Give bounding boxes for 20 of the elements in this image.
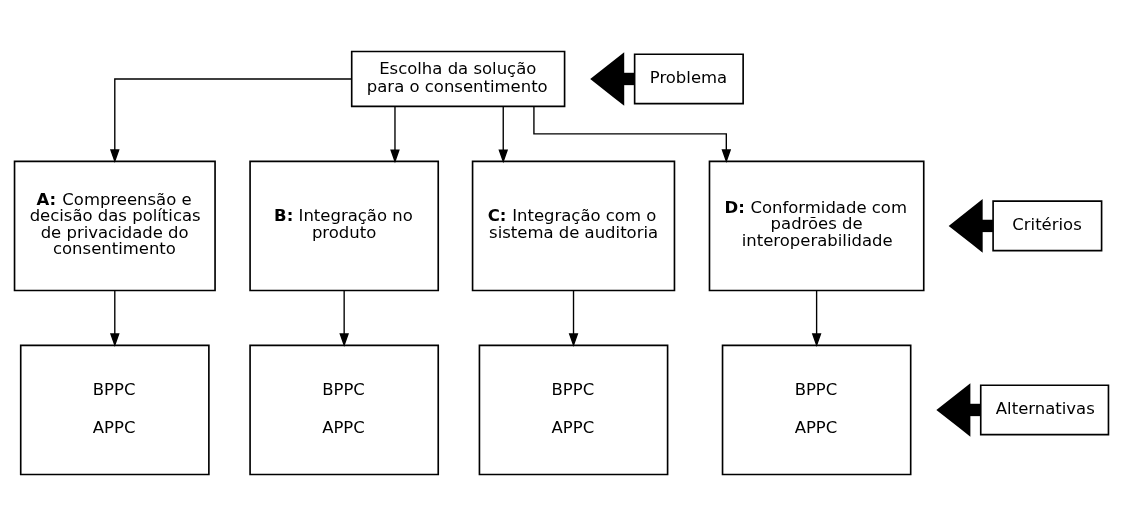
arrow [110,77,353,163]
arrow [568,289,579,347]
arrow [110,289,120,347]
node-box: Critérios [992,199,1103,251]
arrow [811,289,822,347]
node-box: D: Conformidade com padrões de interoperabilidade [708,160,925,291]
node-box: BPPC APPC [721,344,912,475]
node-box: BPPC APPC [249,344,440,475]
node-box: BPPC APPC [19,344,210,475]
node-box: A: Compreensão e decisão das políticas de privacidade do consentimento [13,160,216,291]
node-box: B: Integração no produto [249,160,440,291]
node-box: Alternativas [979,383,1110,435]
node-box: Escolha da solução para o consentimento [350,50,566,107]
arrow [390,105,400,163]
arrow [533,105,732,163]
arrow [498,105,509,163]
arrow [339,289,349,347]
node-box: Problema [633,52,744,104]
node-box: C: Integração com o sistema de auditoria [471,160,676,291]
node-box: BPPC APPC [478,344,669,475]
